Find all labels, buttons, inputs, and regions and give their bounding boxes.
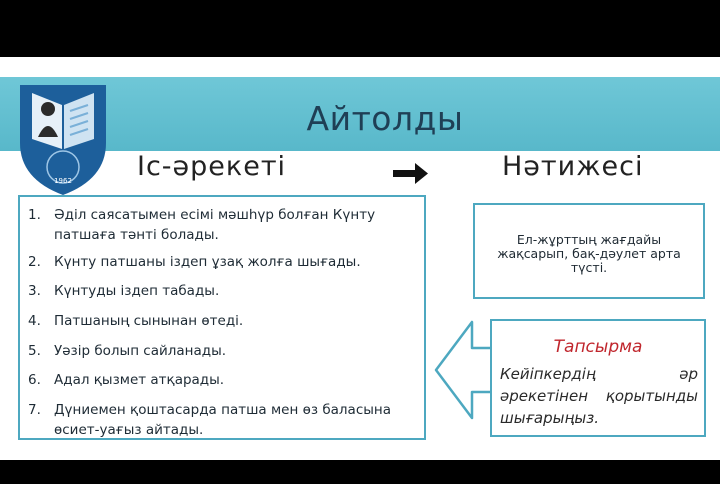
- task-text: Кейіпкердің әр әрекетінен қорытынды шыға…: [500, 365, 698, 427]
- task-title: Тапсырма: [553, 337, 643, 357]
- actions-box: 1. Әділ саясатымен есімі мәшһүр болған К…: [18, 195, 426, 440]
- action-text: Патшаның сынынан өтеді.: [54, 313, 244, 329]
- action-text: Дүниемен қоштасарда патша мен өз баласын…: [54, 402, 392, 438]
- action-text: Күнтуды іздеп табады.: [54, 283, 220, 299]
- result-box: Ел-жұрттың жағдайы жақсарып, бақ-дәулет …: [473, 203, 705, 299]
- action-text: Күнту патшаны іздеп ұзақ жолға шығады.: [54, 254, 361, 270]
- action-text: Адал қызмет атқарады.: [54, 372, 225, 388]
- university-logo: 1962: [20, 85, 106, 195]
- action-text: Уәзір болып сайланады.: [54, 343, 227, 359]
- presentation-slide: Айтолды 1962 Іс-әрекеті Нәтижесі 1. Әділ…: [0, 57, 720, 460]
- task-box: Тапсырма Кейіпкердің әр әрекетінен қорыт…: [490, 319, 706, 437]
- result-text: Ел-жұрттың жағдайы жақсарып, бақ-дәулет …: [497, 232, 681, 275]
- actions-heading: Іс-әрекеті: [137, 151, 287, 182]
- action-text: Әділ саясатымен есімі мәшһүр болған Күнт…: [54, 207, 376, 243]
- action-number: 1.: [28, 207, 41, 223]
- result-heading: Нәтижесі: [502, 151, 644, 182]
- arrow-right-icon: [393, 163, 428, 184]
- slide-title: Айтолды: [306, 99, 464, 138]
- logo-year: 1962: [54, 177, 72, 185]
- action-number: 2.: [28, 254, 41, 270]
- action-number: 7.: [28, 402, 41, 418]
- title-bar: Айтолды: [0, 77, 720, 151]
- action-number: 5.: [28, 343, 41, 359]
- action-number: 3.: [28, 283, 41, 299]
- action-number: 6.: [28, 372, 41, 388]
- action-number: 4.: [28, 313, 41, 329]
